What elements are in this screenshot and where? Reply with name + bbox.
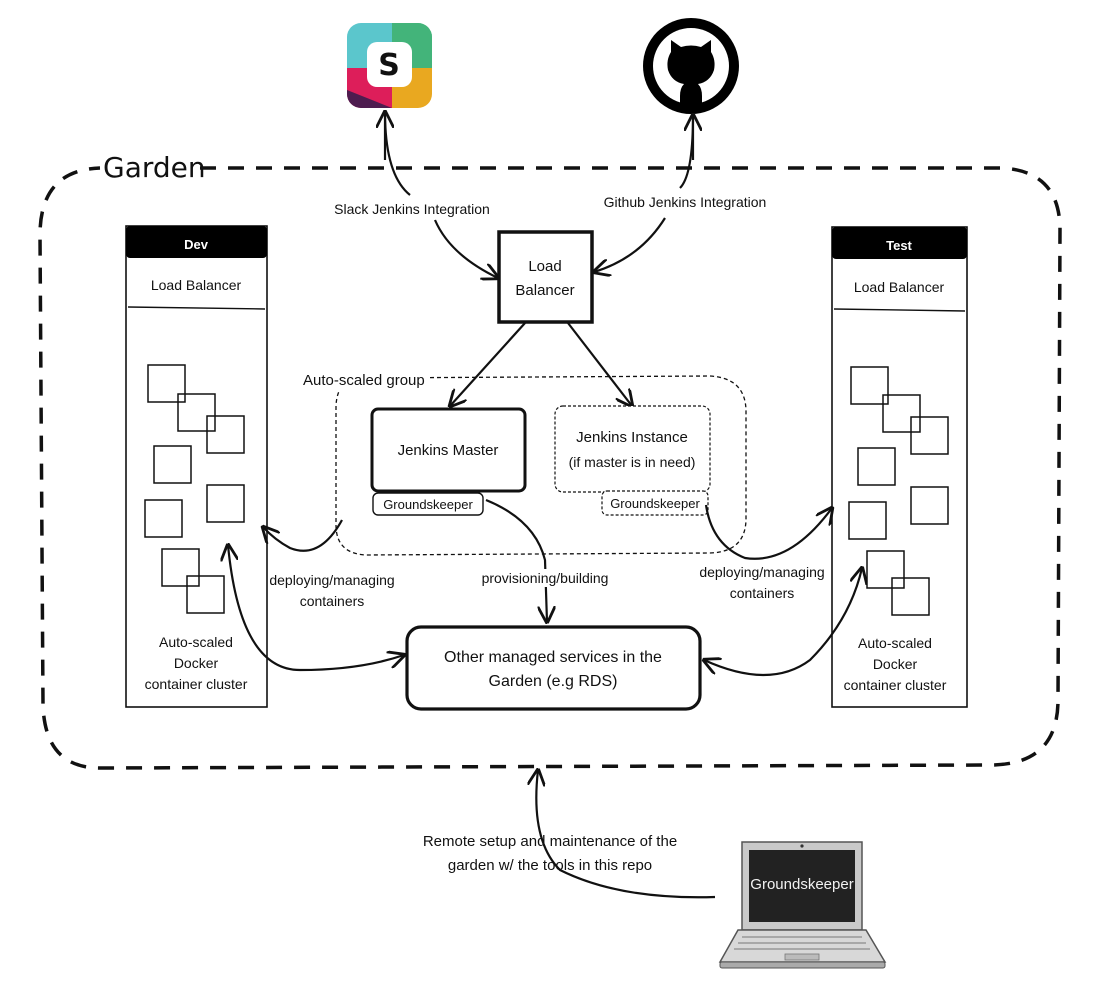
slack-integration-label: Slack Jenkins Integration	[332, 200, 492, 218]
dev-other-services-arrow	[228, 545, 404, 672]
dev-cluster-line1: Auto-scaled	[159, 634, 233, 650]
remote-arrow	[536, 770, 716, 899]
remote-line2: garden w/ the tools in this repo	[447, 857, 653, 874]
dev-load-balancer: Load Balancer	[150, 277, 242, 293]
test-cluster-line2: Docker	[872, 656, 918, 672]
jenkins-instance-tag: Groundskeeper	[610, 496, 700, 511]
deploy-left-label-1: deploying/managing	[269, 572, 395, 588]
test-header: Test	[886, 238, 912, 253]
slack-icon: S	[347, 23, 432, 108]
slack-arrow	[383, 111, 498, 278]
dev-header-bar	[126, 226, 267, 258]
jenkins-instance-tag-box	[601, 490, 709, 516]
deploy-right-arrow	[704, 505, 832, 560]
jenkins-instance-line1: Jenkins Instance	[576, 429, 688, 446]
other-services-line1: Other managed services in the	[444, 649, 662, 666]
deploy-right-label-1: deploying/managing	[699, 564, 825, 580]
test-load-balancer: Load Balancer	[853, 279, 945, 295]
svg-text:S: S	[378, 48, 400, 83]
lb-to-master-arrow	[450, 322, 526, 406]
test-other-services-arrow	[704, 568, 862, 676]
other-services-box	[405, 625, 702, 711]
github-icon	[643, 18, 739, 114]
remote-line1: Remote setup and maintenance of the	[422, 833, 678, 850]
other-services-line2: Garden (e.g RDS)	[488, 673, 618, 690]
dev-cluster-line2: Docker	[173, 655, 219, 671]
test-containers	[848, 366, 949, 616]
laptop-label: Groundskeeper	[750, 876, 854, 893]
deploy-left-label-2: containers	[299, 593, 365, 609]
central-load-balancer-box	[497, 230, 594, 324]
test-header-bar	[832, 227, 967, 259]
dev-containers	[144, 364, 245, 614]
dev-cluster-line3: container cluster	[144, 676, 248, 692]
jenkins-master-box	[370, 407, 527, 493]
central-lb-line1: Load	[528, 258, 562, 275]
provisioning-arrow	[485, 498, 547, 622]
provisioning-label: provisioning/building	[479, 569, 611, 587]
laptop-icon	[718, 841, 887, 969]
central-lb-line2: Balancer	[515, 282, 575, 299]
jenkins-instance-line2: (if master is in need)	[568, 454, 696, 470]
jenkins-master-label: Jenkins Master	[397, 442, 499, 459]
dev-header: Dev	[184, 237, 208, 252]
garden-title: Garden	[103, 151, 206, 184]
test-cluster-line3: container cluster	[843, 677, 947, 693]
jenkins-master-tag-box	[372, 492, 484, 516]
jenkins-master-tag: Groundskeeper	[383, 497, 473, 512]
lb-to-instance-arrow	[567, 322, 632, 406]
test-cluster-line1: Auto-scaled	[858, 635, 932, 651]
autoscaled-group-boundary	[335, 375, 747, 556]
github-integration-label: Github Jenkins Integration	[601, 193, 769, 211]
autoscaled-group-title: Auto-scaled group	[300, 372, 428, 390]
jenkins-instance-box	[554, 405, 711, 493]
deploy-left-arrow	[263, 519, 343, 552]
deploy-right-label-2: containers	[729, 585, 795, 601]
